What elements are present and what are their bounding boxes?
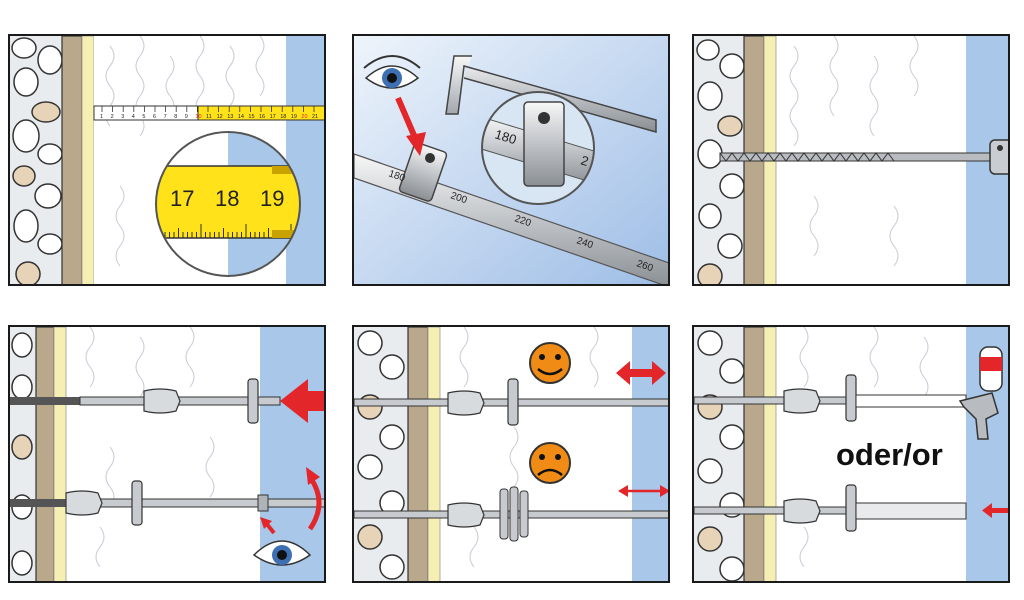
plaster-layer <box>35 327 55 581</box>
zoom-number-17: 17 <box>170 186 194 211</box>
foam-gun-icon <box>958 346 1003 440</box>
tape-tick-label: 9 <box>185 114 188 120</box>
sad-face-icon <box>529 442 571 484</box>
masonry-wall <box>354 327 408 581</box>
magnifier-zoom: 180 2 <box>481 91 595 205</box>
panel-set-length: 180 200 220 240 260 <box>352 34 670 286</box>
tape-tick-label: 16 <box>259 114 265 120</box>
rod-mark-240: 240 <box>575 235 595 251</box>
arrow-icon <box>395 96 426 156</box>
tape-tick-label: 14 <box>238 114 244 120</box>
tape-tick-label: 12 <box>217 114 223 120</box>
masonry-wall <box>10 36 63 284</box>
tape-tick-label: 20 <box>301 114 307 120</box>
double-arrow-icon <box>618 485 668 497</box>
rod-marks: 180 200 220 240 260 <box>387 168 655 274</box>
zoom-mark-2: 2 <box>579 153 590 169</box>
anchor-bottom <box>354 486 668 542</box>
masonry-wall <box>694 327 745 581</box>
anchor-top <box>354 378 668 426</box>
adhesive-layer <box>81 36 95 284</box>
double-arrow-icon <box>616 361 666 385</box>
panel-drill <box>692 34 1010 286</box>
zoom-mark-180: 180 <box>493 127 518 148</box>
arrow-icon <box>280 379 324 423</box>
plaster-layer <box>743 327 765 581</box>
tape-tick-label: 7 <box>164 114 167 120</box>
tape-tick-label: 13 <box>227 114 233 120</box>
panel-check <box>352 325 670 583</box>
masonry-wall <box>10 327 36 581</box>
tape-tick-label: 10 <box>195 114 201 120</box>
insulation-layer <box>459 327 599 568</box>
render-layer <box>632 327 668 581</box>
anchor-bottom <box>694 484 967 532</box>
panel-set-length-art: 180 200 220 240 260 <box>354 36 668 284</box>
zoom-number-19: 19 <box>260 186 284 211</box>
insulation-layer <box>85 327 215 568</box>
oder-or-label: oder/or <box>836 437 943 472</box>
panel-insert-art <box>10 327 324 581</box>
eye-icon <box>252 517 312 566</box>
tape-tick-label: 5 <box>142 114 145 120</box>
tape-tick-label: 11 <box>206 114 212 120</box>
tape-tick-label: 21 <box>312 114 318 120</box>
masonry-wall <box>694 36 745 284</box>
tape-tick-label: 19 <box>291 114 297 120</box>
eye-icon <box>363 55 421 89</box>
tape-tick-label: 6 <box>153 114 156 120</box>
tape-tick-label: 1 <box>100 114 103 120</box>
anchor-top <box>10 378 281 424</box>
zoom-number-18: 18 <box>215 186 239 211</box>
panel-insert <box>8 325 326 583</box>
tape-tick-label: 18 <box>280 114 286 120</box>
anchor-bottom <box>10 480 324 526</box>
rod-mark-200: 200 <box>449 190 469 206</box>
insulation-layer <box>799 327 929 568</box>
magnifier-zoom: 17 18 19 <box>155 131 301 277</box>
tape-tick-label: 4 <box>132 114 135 120</box>
render-layer <box>286 36 324 284</box>
plaster-layer <box>407 327 429 581</box>
rod-mark-260: 260 <box>635 258 655 274</box>
arrow-icon <box>982 503 1008 518</box>
rod-mark-220: 220 <box>513 213 533 229</box>
rod-mark-180: 180 <box>387 168 407 184</box>
panel-check-art <box>354 327 668 581</box>
rotate-arrow-icon <box>306 467 322 531</box>
clamp-screw <box>425 153 435 163</box>
panel-drill-art <box>694 36 1008 284</box>
adhesive-layer <box>427 327 441 581</box>
tape-tick-label: 3 <box>121 114 124 120</box>
plaster-layer <box>61 36 83 284</box>
insulation-layer <box>789 36 919 267</box>
drill-bit-icon <box>719 139 1008 175</box>
panel-fill-art: oder/or <box>694 327 1008 581</box>
tape-tick-label: 2 <box>111 114 114 120</box>
tape-tick-label: 8 <box>174 114 177 120</box>
panel-fill: oder/or <box>692 325 1010 583</box>
tape-tick-label: 15 <box>248 114 254 120</box>
tape-tick-label: 17 <box>270 114 276 120</box>
happy-face-icon <box>529 342 571 384</box>
adhesive-layer <box>763 327 777 581</box>
render-layer <box>260 327 324 581</box>
adhesive-layer <box>53 327 67 581</box>
